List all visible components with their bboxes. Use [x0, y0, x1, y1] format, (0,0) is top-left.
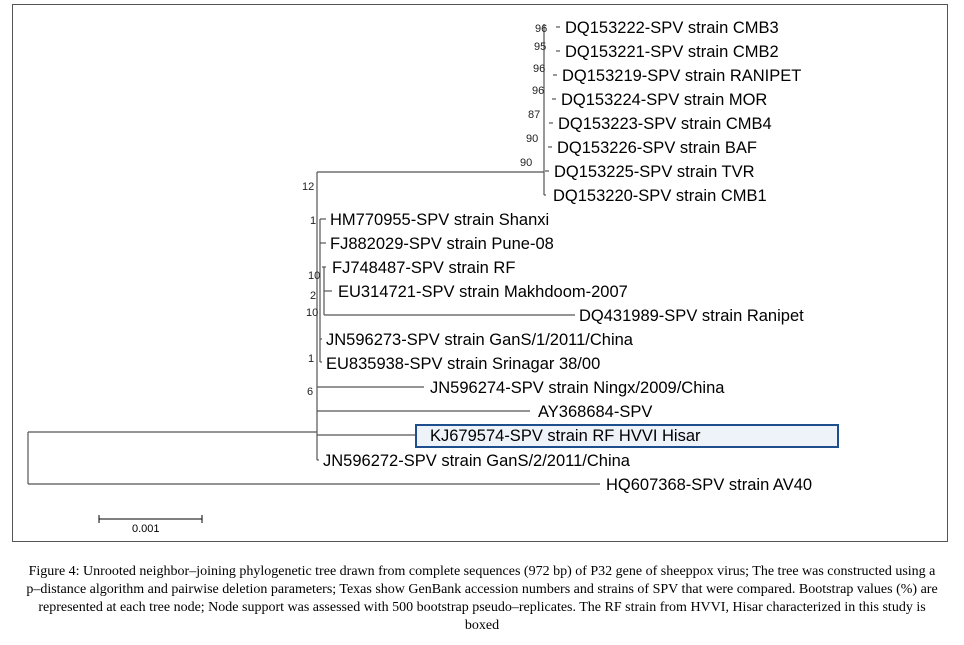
bootstrap-value: 2: [310, 290, 316, 302]
bootstrap-value: 90: [526, 133, 538, 145]
leaf-label: HQ607368-SPV strain AV40: [606, 476, 812, 494]
bootstrap-value: 96: [532, 85, 544, 97]
bootstrap-value: 12: [302, 181, 314, 193]
bootstrap-value: 10: [306, 307, 318, 319]
scale-bar: 0.001: [98, 515, 203, 535]
figure-caption: Figure 4: Unrooted neighbor–joining phyl…: [26, 564, 938, 633]
leaf-label: HM770955-SPV strain Shanxi: [330, 211, 549, 229]
leaf-label: FJ748487-SPV strain RF: [332, 259, 515, 277]
leaf-label: JN596273-SPV strain GanS/1/2011/China: [326, 331, 634, 349]
bootstrap-value: 10: [308, 270, 320, 282]
highlight-box: [415, 424, 839, 448]
leaf-label: DQ153223-SPV strain CMB4: [558, 115, 772, 133]
figure-frame: [12, 4, 948, 542]
bootstrap-value: 90: [520, 157, 532, 169]
bootstrap-values: 96 95 96 96 87 90 90 12 1 10 2 10 1 6: [302, 23, 547, 398]
leaf-label: DQ153226-SPV strain BAF: [557, 139, 757, 157]
leaf-label: AY368684-SPV: [538, 403, 652, 421]
leaf-label: DQ153219-SPV strain RANIPET: [562, 67, 801, 85]
scale-bar-label: 0.001: [132, 523, 160, 535]
bootstrap-value: 96: [535, 23, 547, 35]
leaf-label: DQ153220-SPV strain CMB1: [553, 187, 767, 205]
bootstrap-value: 87: [528, 109, 540, 121]
bootstrap-value: 6: [307, 386, 313, 398]
tree-branches: [27, 24, 600, 485]
leaf-label: JN596272-SPV strain GanS/2/2011/China: [323, 452, 631, 470]
bootstrap-value: 95: [534, 41, 546, 53]
leaf-label-boxed: KJ679574-SPV strain RF HVVI Hisar: [430, 427, 701, 445]
leaf-label: DQ153222-SPV strain CMB3: [565, 19, 779, 37]
leaf-label: JN596274-SPV strain Ningx/2009/China: [430, 379, 725, 397]
leaf-label: DQ153221-SPV strain CMB2: [565, 43, 779, 61]
leaf-label: EU314721-SPV strain Makhdoom-2007: [338, 283, 628, 301]
bootstrap-value: 1: [310, 215, 316, 227]
leaf-label: DQ431989-SPV strain Ranipet: [579, 307, 804, 325]
leaf-label: DQ153225-SPV strain TVR: [554, 163, 755, 181]
leaf-label: EU835938-SPV strain Srinagar 38/00: [326, 355, 600, 373]
leaf-label: DQ153224-SPV strain MOR: [561, 91, 767, 109]
leaf-labels: DQ153222-SPV strain CMB3 DQ153221-SPV st…: [323, 19, 839, 494]
leaf-label: FJ882029-SPV strain Pune-08: [330, 235, 554, 253]
bootstrap-value: 1: [308, 353, 314, 365]
bootstrap-value: 96: [533, 63, 545, 75]
